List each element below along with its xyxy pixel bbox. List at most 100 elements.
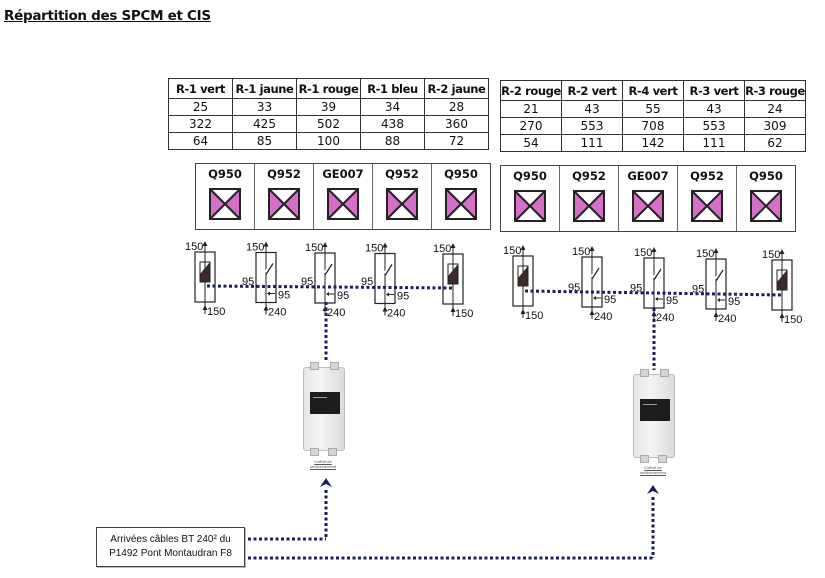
cable-section-bottom: 240 — [656, 312, 674, 324]
cable-section-in: 95 — [301, 276, 313, 288]
table-cell: 100 — [296, 132, 361, 150]
fuse-icon — [448, 264, 458, 284]
arrow-up-icon — [647, 485, 659, 494]
cable-section-top: 150 — [572, 246, 590, 258]
equipment-x-icon — [268, 188, 300, 220]
cabinet-caption: Coffret de sectionnement — [309, 459, 336, 469]
bus-dotted-line — [206, 284, 454, 290]
equipment-cell: Q950 — [737, 166, 795, 231]
equipment-cell: Q952 — [678, 166, 737, 231]
table-cell: 62 — [744, 134, 806, 152]
arrow-left-icon — [386, 292, 389, 297]
cable-section-bottom: 240 — [718, 313, 736, 325]
cable-section-top: 150 — [696, 248, 714, 260]
cable-section-top: 150 — [185, 241, 203, 253]
column-header: R-4 vert — [622, 80, 684, 101]
equipment-cell: GE007 — [619, 166, 678, 231]
equipment-label: Q950 — [749, 169, 783, 183]
equipment-label: Q952 — [690, 169, 724, 183]
equipment-row-right: Q950 Q952 GE007 Q952 Q950 — [500, 165, 796, 232]
equipment-label: Q950 — [208, 167, 242, 181]
table-row: 270 553 708 553 309 — [500, 117, 806, 135]
cabinet-mount — [328, 448, 337, 456]
switch-gap — [714, 268, 724, 280]
fuse-outline — [447, 263, 459, 285]
arrow-up-icon — [589, 310, 595, 315]
source-line-2: P1492 Pont Montaudran F8 — [109, 548, 232, 559]
source-line-1: Arrivées câbles BT 240² du — [110, 534, 231, 545]
cable-section-tap: 95 — [728, 296, 740, 308]
cable-section-bottom: 150 — [784, 314, 802, 326]
table-cell: 55 — [622, 100, 684, 118]
arrow-up-icon — [520, 245, 526, 250]
table-cell: 85 — [232, 132, 297, 150]
arrow-up-icon — [382, 306, 388, 312]
equipment-cell: Q950 — [501, 166, 560, 231]
cable-section-tap: 95 — [666, 295, 678, 307]
cabinet-mount — [658, 455, 667, 463]
arrow-left-icon — [655, 297, 658, 301]
table-cell: 72 — [424, 132, 489, 150]
equipment-label: Q952 — [267, 167, 301, 181]
equipment-cell: Q952 — [560, 166, 619, 231]
cabinet-mount — [330, 362, 339, 370]
arrow-up-icon — [263, 241, 269, 247]
bus-dotted-line — [524, 289, 783, 297]
cabinet-mount — [660, 369, 669, 377]
cable-section-bottom: 240 — [327, 307, 345, 319]
equipment-cell: Q950 — [196, 164, 255, 229]
distribution-cabinet-right — [633, 369, 675, 463]
arrow-up-icon — [589, 246, 595, 251]
arrow-up-icon — [450, 243, 456, 248]
arrow-up-icon — [450, 307, 456, 312]
equipment-x-icon — [386, 188, 418, 220]
cable-section-bottom: 150 — [525, 310, 543, 322]
switch-gap — [590, 266, 600, 278]
arrow-up-icon — [382, 242, 388, 248]
cable-section-top: 150 — [305, 242, 323, 254]
cable-section-top: 150 — [246, 242, 264, 254]
arrow-up-icon — [779, 313, 785, 318]
table-row: 21 43 55 43 24 — [500, 100, 806, 118]
fuse-outline — [517, 265, 529, 287]
equipment-cell: Q952 — [255, 164, 314, 229]
table-cell: 553 — [561, 117, 623, 135]
cable-section-top: 150 — [365, 243, 383, 255]
fuse-outline — [199, 261, 211, 283]
cable-section-bottom: 240 — [268, 307, 286, 319]
cable-section-tap: 95 — [397, 291, 409, 303]
equipment-label: Q952 — [572, 169, 606, 183]
table-cell: 425 — [232, 115, 297, 133]
cabinet-mount — [310, 362, 319, 370]
cable-section-bottom: 150 — [207, 306, 225, 318]
cable-section-top: 150 — [762, 249, 780, 261]
cable-source-label: Arrivées câbles BT 240² du P1492 Pont Mo… — [96, 527, 245, 567]
arrow-up-icon — [713, 248, 719, 253]
equipment-x-icon — [750, 190, 782, 222]
equipment-label: GE007 — [322, 167, 364, 181]
switch-blade-icon — [715, 269, 724, 282]
arrow-up-icon — [320, 478, 332, 487]
arrow-up-icon — [202, 241, 208, 246]
cable-section-top: 150 — [503, 245, 521, 257]
fuse-outline — [776, 269, 788, 291]
table-header-row: R-1 vert R-1 jaune R-1 rouge R-1 bleu R-… — [168, 78, 489, 99]
switch-gap — [383, 262, 393, 275]
cable-section-top: 150 — [433, 243, 451, 255]
switch-blade-icon — [591, 267, 600, 280]
arrow-up-icon — [520, 309, 526, 314]
page-title: Répartition des SPCM et CIS — [4, 8, 211, 24]
column-header: R-1 vert — [168, 78, 233, 99]
arrow-up-icon — [651, 247, 657, 252]
equipment-x-icon — [209, 188, 241, 220]
arrow-up-icon — [779, 249, 785, 254]
arrow-up-icon — [263, 305, 269, 311]
equipment-x-icon — [445, 188, 477, 220]
cable-section-bottom: 240 — [387, 308, 405, 320]
arrow-left-icon — [326, 292, 329, 296]
table-cell: 553 — [683, 117, 745, 135]
table-row: 64 85 100 88 72 — [168, 132, 489, 150]
equipment-cell: Q950 — [432, 164, 490, 229]
cabinet-mount — [310, 448, 319, 456]
